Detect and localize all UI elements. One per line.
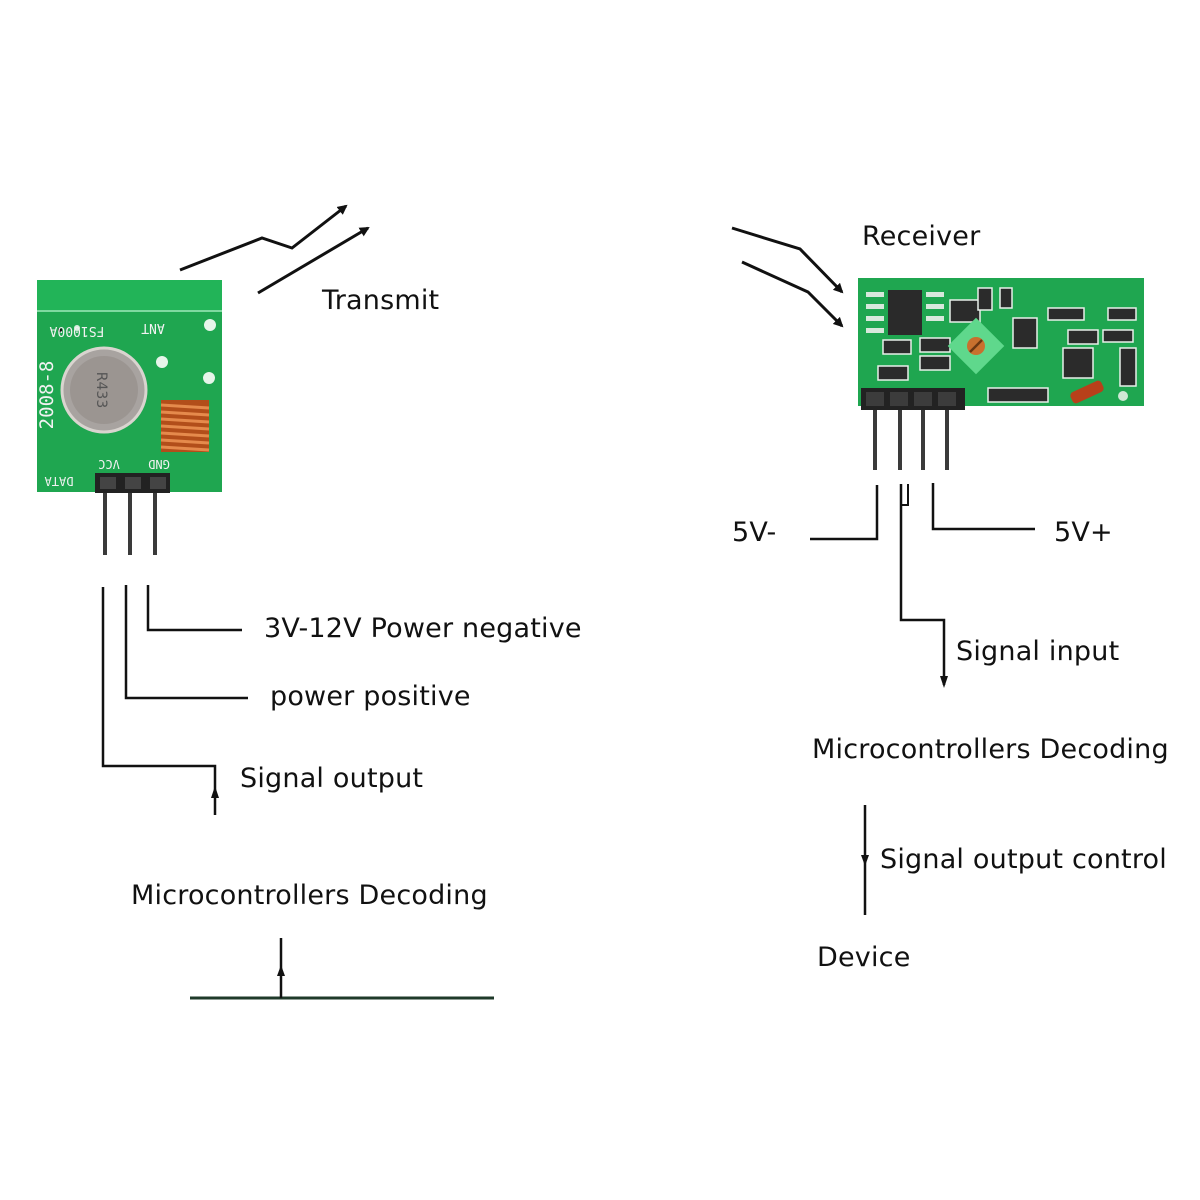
via-hole bbox=[156, 356, 168, 368]
gnd-wire bbox=[146, 585, 242, 632]
arrow-up-icon bbox=[211, 786, 219, 798]
arrow-down-icon bbox=[861, 855, 869, 866]
transmit-label: Transmit bbox=[322, 285, 440, 316]
arrow-up-icon bbox=[277, 965, 285, 976]
5v-negative-label: 5V- bbox=[732, 517, 777, 548]
transmitter-pin-leads bbox=[103, 490, 157, 555]
device-label: Device bbox=[817, 942, 911, 973]
date-label: 2008-8 bbox=[37, 361, 58, 430]
vcc-wire bbox=[931, 483, 1035, 531]
pin-label-gnd: GND bbox=[148, 457, 170, 471]
gnd-wire bbox=[810, 485, 879, 541]
transmitter-microcontroller-label: Microcontrollers Decoding bbox=[131, 880, 488, 911]
receiver-module bbox=[858, 278, 1144, 410]
transmit-wave-arrow bbox=[179, 204, 348, 272]
antenna-coil bbox=[1070, 380, 1128, 404]
receive-wave-arrow bbox=[731, 226, 844, 294]
pin-label-vcc: VCC bbox=[98, 457, 120, 471]
ic-chip bbox=[866, 290, 944, 335]
via-hole bbox=[204, 319, 216, 331]
vcc-wire bbox=[124, 585, 248, 700]
transmit-wave-arrow bbox=[257, 226, 370, 295]
receiver-pin-leads bbox=[873, 405, 949, 470]
receiver-microcontroller-label: Microcontrollers Decoding bbox=[812, 734, 1169, 765]
5v-positive-label: 5V+ bbox=[1054, 517, 1113, 548]
model-label: FS1000A bbox=[49, 323, 104, 338]
data-wire-b bbox=[901, 484, 909, 506]
pin-label-data: DATA bbox=[44, 474, 74, 488]
signal-output-label: Signal output bbox=[240, 763, 424, 794]
antenna-coil bbox=[160, 400, 210, 452]
data-wire-a bbox=[899, 484, 946, 685]
ant-label: ANT bbox=[141, 320, 165, 335]
transmitter-module: R433 FS1000A ANT 2008-8 DATA VCC GND bbox=[37, 280, 222, 493]
smd-components bbox=[877, 287, 1137, 403]
antenna-trace bbox=[37, 280, 222, 310]
data-wire bbox=[101, 587, 217, 815]
signal-input-label: Signal input bbox=[956, 636, 1120, 667]
crystal-marking: R433 bbox=[93, 372, 109, 408]
signal-output-control-label: Signal output control bbox=[880, 844, 1167, 875]
receiver-label: Receiver bbox=[862, 221, 981, 252]
via-hole bbox=[203, 372, 215, 384]
arrow-down-icon bbox=[940, 676, 948, 688]
power-negative-label: 3V-12V Power negative bbox=[264, 613, 582, 644]
receive-wave-arrow bbox=[741, 260, 844, 328]
power-positive-label: power positive bbox=[270, 681, 471, 712]
